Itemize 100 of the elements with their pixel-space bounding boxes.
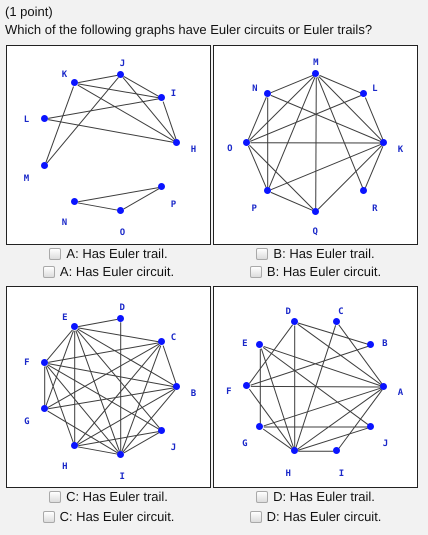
edge-line [78,318,118,328]
edge-line [250,346,368,386]
edge-line [319,74,362,94]
edge-line [121,345,162,452]
vertex-label: I [338,469,344,480]
edge-line [298,450,334,452]
edge-line [270,192,313,211]
vertex-label: I [170,88,176,98]
edge-line [78,83,160,98]
vertex-label: P [251,204,257,214]
edge-line [48,387,174,410]
option-label: A: Has Euler circuit. [60,264,174,280]
vertex-label: C [338,306,344,316]
vertex-label: J [170,442,176,452]
edge-line [260,348,294,448]
edge-line [318,76,382,141]
vertex-label: O [227,144,232,154]
option-label: D: Has Euler circuit. [266,509,382,525]
vertex-label: E [62,313,68,324]
vertex-label: D [285,306,291,316]
edge-line [74,330,76,444]
vertex-label: F [226,386,232,396]
edge-line [298,428,368,451]
edge-line [263,426,368,428]
edge-line [48,98,160,119]
vertex-label: G [242,439,248,450]
edge-line [48,342,160,363]
edge-line [75,330,120,452]
edge-line [249,76,314,141]
edge-line [46,329,73,361]
vertex-dot [290,318,298,325]
vertex-dot [116,70,124,78]
option-label: C: Has Euler trail. [66,489,168,505]
edge-line [262,428,292,450]
graph-panel [213,286,418,488]
edge-line [76,344,160,444]
vertex-label: H [190,144,196,154]
vertex-dot [40,405,48,412]
vertex-dot [173,383,180,390]
vertex-dot [380,139,388,146]
vertex-label: L [24,114,30,124]
vertex-label: C [170,333,176,344]
edge-line [250,386,382,388]
vertex-label: D [119,302,125,312]
edge-line [267,97,268,188]
edge-line [162,101,177,140]
vertex-label: B [190,388,196,398]
vertex-label: G [24,417,30,428]
vertex-dot [173,139,180,146]
vertex-dot [70,198,78,206]
edge-line [263,388,382,426]
vertex-label: K [398,144,404,154]
edge-line [315,77,317,209]
vertex-dot [360,90,367,98]
vertex-label: N [252,84,258,94]
vertex-dot [158,94,165,102]
edge-line [123,188,160,210]
edge-line [46,76,119,164]
edge-line [45,366,74,444]
edge-line [297,388,382,450]
edge-line [45,330,74,406]
edge-line [78,74,118,84]
edge-line [44,366,46,406]
vertex-dot [256,423,264,430]
edge-line [78,187,160,202]
vertex-dot [332,318,340,325]
vertex-dot [158,338,165,346]
vertex-dot [332,447,340,454]
vertex-label: B [382,338,388,348]
edge-line [78,446,118,455]
edge-line [338,389,383,449]
vertex-dot [70,442,78,450]
edge-line [317,76,364,188]
edge-line [48,363,174,388]
vertex-dot [264,187,271,194]
vertex-dot [380,383,388,390]
edge-line [77,84,175,142]
edge-line [48,119,174,143]
vertex-dot [312,208,319,215]
vertex-label: Q [312,227,318,238]
edge-line [78,431,160,446]
edge-line [248,324,294,384]
edge-line [77,388,175,446]
vertex-label: E [242,338,248,348]
vertex-dot [367,423,374,430]
vertex-label: J [382,439,388,450]
vertex-label: P [170,200,176,210]
edge-line [47,344,160,408]
edge-line [295,324,336,448]
edge-line [120,322,122,452]
edge-line [297,324,382,386]
edge-line [268,76,316,188]
edge-line [364,97,384,140]
vertex-dot [158,427,165,434]
vertex-label: H [62,462,68,472]
vertex-dot [40,115,48,122]
edge-line [270,94,382,142]
vertex-dot [116,314,124,322]
vertex-label: A [398,388,404,398]
vertex-dot [312,70,320,77]
